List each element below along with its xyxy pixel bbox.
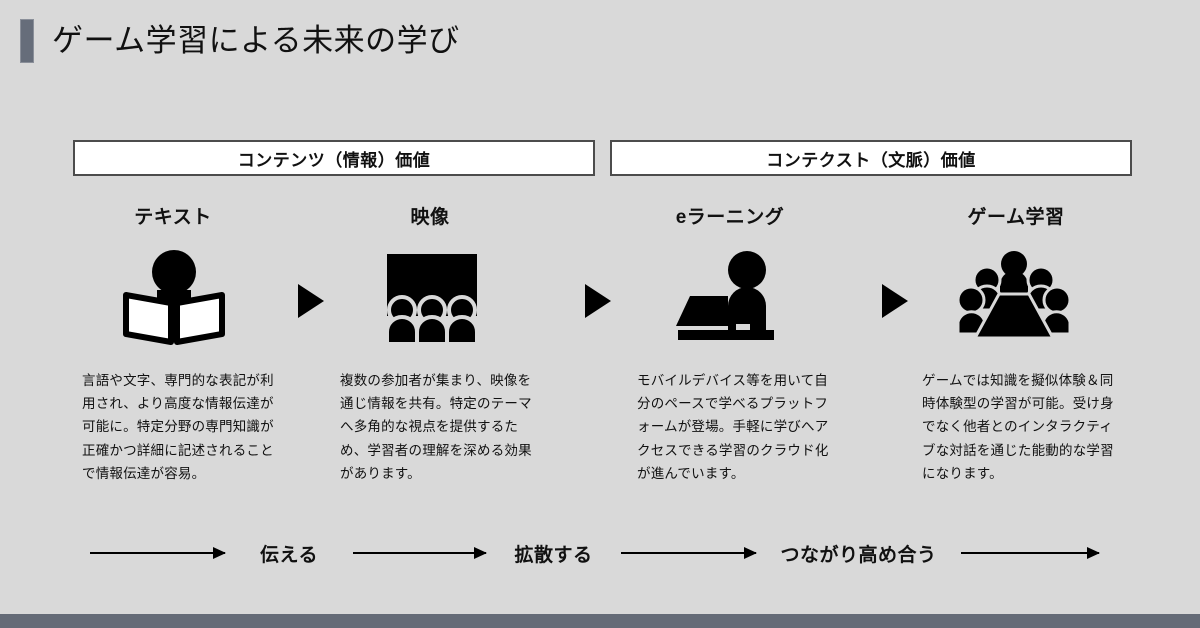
page-title: ゲーム学習による未来の学び xyxy=(20,18,460,64)
column-title: テキスト xyxy=(134,207,212,228)
column-game-learning: ゲーム学習 ゲームでは知識を擬似体験＆同時体験型の学習が可能。受け身でなく他者と… xyxy=(922,205,1132,485)
column-body-text: 複数の参加者が集まり、映像を通じ情報を共有。特定のテーマへ多角的な視点を提供する… xyxy=(340,373,532,481)
play-triangle-icon xyxy=(882,284,908,318)
right-arrow-icon xyxy=(353,547,487,559)
category-box-content-value: コンテンツ（情報）価値 xyxy=(73,140,595,176)
column-body-text: ゲームでは知識を擬似体験＆同時体験型の学習が可能。受け身でなく他者とのインタラク… xyxy=(922,373,1114,481)
column-video: 映像 複数の参加者が集まり、映像を通じ情報を共有。特定のテーマへ多角的な視点を提… xyxy=(340,205,550,485)
flow-label: 拡散する xyxy=(514,544,593,566)
screen-audience-icon xyxy=(340,243,550,353)
title-accent-bar xyxy=(20,19,34,63)
column-title: eラーニング xyxy=(675,207,785,228)
play-triangle-icon xyxy=(298,284,324,318)
flow-label: 伝える xyxy=(260,544,318,566)
group-meeting-table-icon xyxy=(922,243,1132,353)
footer-bar xyxy=(0,614,1200,628)
column-elearning: eラーニング モバイルデバイス等を用いて自分のペースで学べるプラットフォームが登… xyxy=(637,205,847,485)
right-arrow-icon xyxy=(621,547,757,559)
person-reading-book-icon xyxy=(82,243,292,353)
category-label: コンテクスト（文脈）価値 xyxy=(766,150,976,170)
person-laptop-icon xyxy=(637,243,847,353)
column-body-text: 言語や文字、専門的な表記が利用され、より高度な情報伝達が可能に。特定分野の専門知… xyxy=(82,373,274,481)
column-title: 映像 xyxy=(410,207,450,228)
right-arrow-icon xyxy=(90,547,226,559)
bottom-flow-strip: 伝える 拡散する つながり高め合う xyxy=(0,533,1200,573)
column-text: テキスト 言語や文字、専門的な表記が利用され、より高度な情報伝達が可能に。特定分… xyxy=(82,205,292,485)
category-box-context-value: コンテクスト（文脈）価値 xyxy=(610,140,1132,176)
flow-label: つながり高め合う xyxy=(780,544,937,566)
column-title: ゲーム学習 xyxy=(967,207,1065,228)
title-text: ゲーム学習による未来の学び xyxy=(52,23,460,58)
right-arrow-icon xyxy=(961,547,1100,559)
category-label: コンテンツ（情報）価値 xyxy=(237,150,431,170)
column-body-text: モバイルデバイス等を用いて自分のペースで学べるプラットフォームが登場。手軽に学び… xyxy=(637,373,829,481)
play-triangle-icon xyxy=(585,284,611,318)
